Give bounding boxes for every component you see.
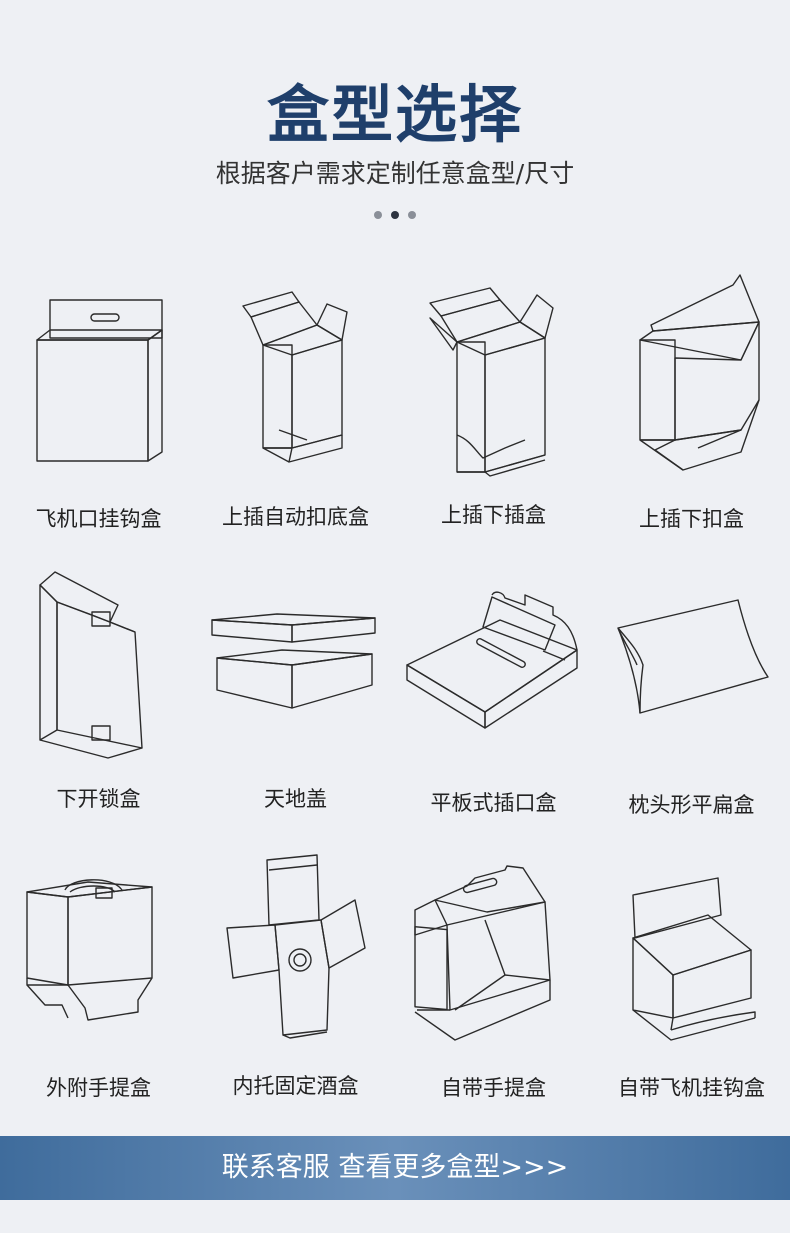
lid-and-base-box-icon [211,613,376,709]
box-label: 自带手提盒 [441,1076,546,1100]
box-label: 天地盖 [264,787,327,811]
box-label: 上插下插盒 [441,503,546,527]
wine-box-with-insert-icon [226,854,366,1039]
flat-tuck-box-icon [406,591,578,729]
box-label: 枕头形平扁盒 [628,793,755,817]
box-label: 外附手提盒 [46,1076,151,1100]
box-label: 平板式插口盒 [430,791,557,815]
built-in-airplane-hook-box-icon [632,877,756,1041]
bottom-lock-box-icon [39,571,143,759]
pillow-box-icon [617,599,769,714]
box-label: 上插自动扣底盒 [222,505,369,529]
external-handle-box-icon [26,879,153,1021]
page-title: 盒型选择 [266,78,523,151]
tuck-top-tuck-bottom-box-icon [429,287,554,477]
box-label: 飞机口挂钩盒 [35,507,162,531]
indicator-dot [408,211,416,219]
tuck-top-snap-bottom-box-icon [639,274,760,471]
box-label: 自带飞机挂钩盒 [618,1076,765,1100]
box-label: 内托固定酒盒 [232,1074,359,1098]
box-label: 上插下扣盒 [639,507,744,531]
auto-lock-bottom-box-icon [242,291,348,463]
indicator-dot-active [391,211,399,219]
contact-more-box-types-button[interactable]: 联系客服 查看更多盒型>>> [0,1136,790,1200]
built-in-handle-box-icon [414,865,551,1041]
page-subtitle: 根据客户需求定制任意盒型/尺寸 [215,159,575,188]
page-indicator [0,211,790,219]
indicator-dot [374,211,382,219]
box-label: 下开锁盒 [56,787,141,811]
airplane-hook-box-icon [36,299,163,462]
